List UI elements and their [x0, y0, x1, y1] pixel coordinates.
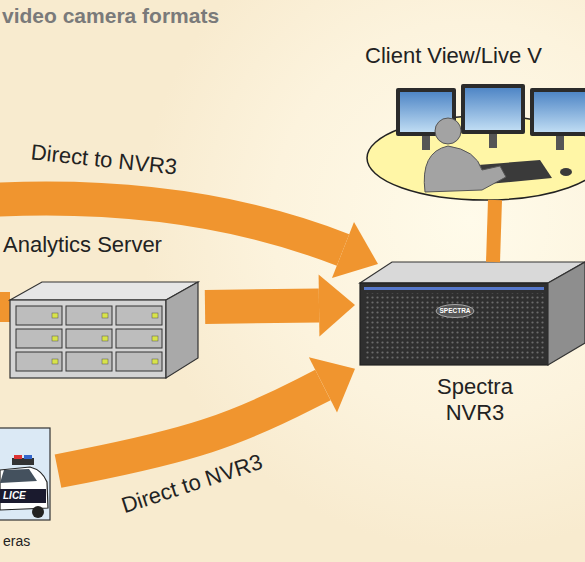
police-car-illustration [0, 467, 48, 510]
drive-led [52, 313, 58, 318]
diagram-node: Analytics Server [3, 232, 205, 382]
server-illustration [10, 300, 166, 378]
police-car-illustration [32, 506, 44, 518]
drive-led [152, 313, 158, 318]
police-car-illustration [0, 428, 50, 520]
police-car-illustration [24, 455, 32, 459]
drive-led [102, 313, 108, 318]
workstation-illustration [465, 88, 521, 130]
drive-bay [16, 329, 62, 348]
drive-led [102, 336, 108, 341]
diagram-node: Spectra NVR3 [355, 262, 585, 434]
logo-badge-text: SPECTRA [439, 308, 470, 315]
arrowhead [309, 357, 355, 412]
drive-led [102, 359, 108, 364]
node-heading: Client View/Live V [365, 43, 583, 69]
nvr-illustration [364, 287, 544, 290]
nvr-illustration [360, 262, 585, 283]
drive-bay [116, 329, 162, 348]
camera-arrow [0, 292, 10, 322]
workstation-illustration [530, 88, 585, 136]
camera-arrow [332, 222, 378, 278]
arrow-label: Direct to NVR3 [30, 141, 178, 178]
nvr-illustration [548, 262, 585, 365]
flow-arrow [493, 200, 495, 262]
nvr-illustration [436, 305, 474, 318]
node-heading: Spectra NVR3 [410, 374, 540, 427]
nvr-illustration [364, 293, 544, 361]
drive-bay [16, 306, 62, 325]
diagram-node: Client View/Live V [360, 40, 585, 200]
drive-bay [16, 352, 62, 371]
arrow-band [58, 385, 323, 471]
arrow-band [205, 305, 319, 307]
drive-bay [66, 306, 112, 325]
workstation-illustration [367, 84, 585, 200]
diagram-node: LICE eras [0, 425, 58, 557]
police-car-illustration [0, 489, 46, 503]
diagram-title: video camera formats [2, 4, 219, 28]
drive-bay [116, 306, 162, 325]
flow-arrow [58, 357, 355, 471]
flow-arrow [205, 274, 355, 336]
workstation-illustration [461, 84, 525, 134]
police-car-illustration [12, 458, 34, 465]
police-car-illustration [14, 455, 22, 459]
workstation-illustration [560, 168, 572, 176]
drive-led [152, 336, 158, 341]
server-illustration [166, 282, 198, 378]
nvr-illustration [360, 283, 548, 365]
workstation-illustration [556, 134, 564, 150]
arrow-band [493, 200, 495, 262]
drive-bay [66, 329, 112, 348]
drive-bay [116, 352, 162, 371]
server-illustration [10, 282, 198, 378]
drive-bay [66, 352, 112, 371]
workstation-illustration [534, 92, 585, 132]
drive-led [52, 336, 58, 341]
arrowhead [319, 274, 355, 336]
arrow-label: Direct to NVR3 [119, 451, 265, 517]
node-text: eras [3, 533, 53, 550]
police-car-illustration [0, 469, 37, 483]
node-heading: LICE [3, 490, 43, 502]
police-car-illustration [0, 428, 50, 520]
workstation-illustration [489, 132, 497, 148]
workstation-illustration [424, 146, 506, 192]
nvr-illustration [360, 262, 585, 365]
workstation-illustration [422, 134, 430, 150]
workstation-illustration [435, 118, 461, 144]
drive-bays [16, 306, 162, 371]
drive-led [152, 359, 158, 364]
drive-led [52, 359, 58, 364]
node-heading: Analytics Server [3, 232, 203, 258]
